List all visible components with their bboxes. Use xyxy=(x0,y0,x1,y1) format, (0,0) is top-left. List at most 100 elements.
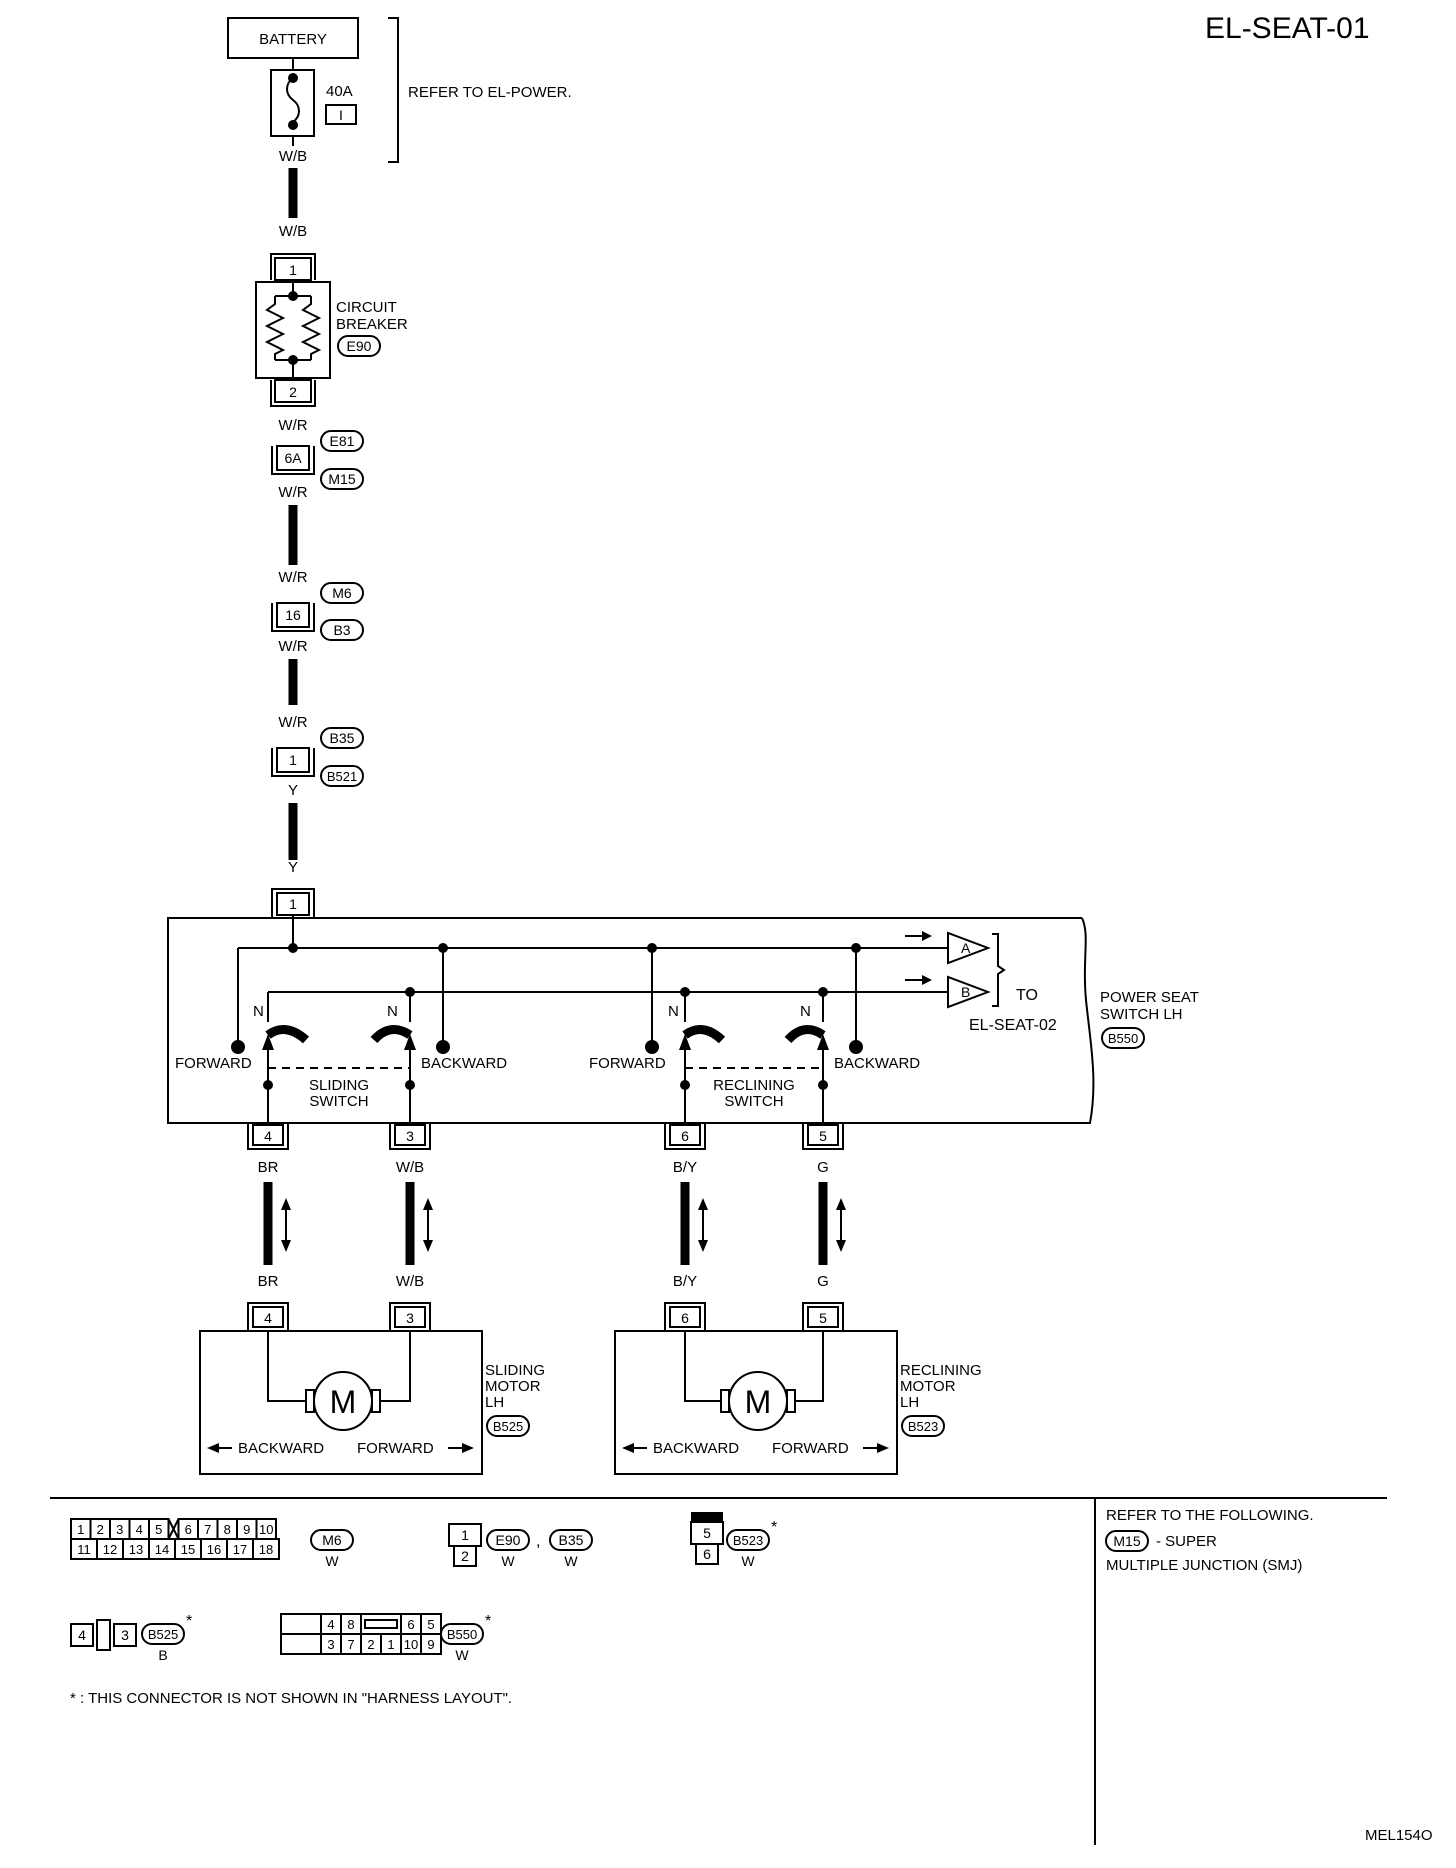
e90-face-bottom xyxy=(453,1545,477,1567)
m1-pin-3-box xyxy=(394,1306,426,1328)
sw-pin-5: 5 xyxy=(819,1128,827,1144)
m2-right-dir: FORWARD xyxy=(772,1440,849,1457)
output-b-flag xyxy=(947,975,991,1009)
m1-right-dir: FORWARD xyxy=(357,1440,434,1457)
b523-pin-6: 6 xyxy=(703,1546,711,1562)
sw-pin-4-bracket xyxy=(247,1123,289,1150)
connector-16-box xyxy=(276,602,310,628)
slide-pivot-1 xyxy=(262,1034,274,1050)
sw-pin-4: 4 xyxy=(264,1128,272,1144)
connector-b3-id: B3 xyxy=(333,622,350,638)
reclining-motor-connector-oval xyxy=(901,1415,945,1437)
e90-id: E90 xyxy=(496,1532,521,1548)
m6-pin-15: 15 xyxy=(181,1542,195,1557)
b550-asterisk: * xyxy=(485,1613,491,1630)
b523-asterisk: * xyxy=(771,1519,777,1536)
switch-unit-label-2: SWITCH LH xyxy=(1100,1006,1183,1023)
wire-color-wr-5: W/R xyxy=(278,714,307,731)
m2-pin-5: 5 xyxy=(819,1310,827,1326)
output-a-label: A xyxy=(961,940,971,956)
wire-color-wr-4: W/R xyxy=(278,638,307,655)
wire-color-y-1: Y xyxy=(288,782,298,799)
b550-pin-4: 4 xyxy=(327,1617,334,1632)
reclining-motor-symbol-circle xyxy=(728,1371,788,1431)
connector-6a-pin: 6A xyxy=(284,450,302,466)
fuse-rating: 40A xyxy=(326,83,353,100)
slide-forward: FORWARD xyxy=(175,1055,252,1072)
refer-title: REFER TO THE FOLLOWING. xyxy=(1106,1507,1314,1524)
m6-id: M6 xyxy=(322,1532,342,1548)
slide-arm-1 xyxy=(265,1025,310,1044)
b550-pin-3: 3 xyxy=(327,1637,334,1652)
cb-element-left xyxy=(264,296,286,360)
arrow-b-head xyxy=(922,975,932,985)
sw-pin-5-bracket xyxy=(802,1123,844,1150)
e90-pin-2: 2 xyxy=(461,1548,469,1564)
b35-id: B35 xyxy=(559,1532,584,1548)
wire-color-wb-2: W/B xyxy=(279,223,307,240)
slide-fwd-contact xyxy=(231,1040,245,1054)
connector-1-box xyxy=(276,747,310,773)
wire-wb-top: W/B xyxy=(396,1159,424,1176)
e90-id-oval xyxy=(486,1529,530,1551)
recl-pivot-1 xyxy=(679,1034,691,1050)
m6-latch xyxy=(167,1518,180,1540)
b525-pin-4: 4 xyxy=(78,1627,86,1643)
m1-pin-3-bracket xyxy=(389,1302,431,1331)
cb-element-right xyxy=(300,296,322,360)
cb-pin-out: 2 xyxy=(289,384,297,400)
fuse-id-box xyxy=(325,104,357,125)
recl-switch-2: SWITCH xyxy=(724,1093,783,1110)
m6-pin-14: 14 xyxy=(155,1542,169,1557)
b550-id-oval xyxy=(440,1623,484,1645)
m1-pin-3: 3 xyxy=(406,1310,414,1326)
slide-node-1 xyxy=(263,1080,273,1090)
m1-pin-4-box xyxy=(252,1306,284,1328)
m2-right-arrow-head xyxy=(877,1443,889,1453)
slide-arm-2 xyxy=(370,1025,413,1044)
m6-pin-3: 3 xyxy=(116,1522,123,1537)
m2-pin-6-bracket xyxy=(664,1302,706,1331)
recl-n2: N xyxy=(800,1003,811,1020)
connector-16-bracket xyxy=(271,603,315,632)
m6-pin-16: 16 xyxy=(207,1542,221,1557)
slide-node-2 xyxy=(405,1080,415,1090)
m6-pin-13: 13 xyxy=(129,1542,143,1557)
b35-id-oval xyxy=(549,1529,593,1551)
m6-pin-18-cell xyxy=(252,1538,280,1560)
recl-backward: BACKWARD xyxy=(834,1055,920,1072)
b525-pin-3: 3 xyxy=(121,1627,129,1643)
cb-pin-out-bracket xyxy=(270,380,316,407)
b525-id-oval xyxy=(141,1623,185,1645)
m6-pin-5: 5 xyxy=(155,1522,162,1537)
bidir-arrow-2 xyxy=(423,1198,433,1252)
slide-bwd-contact xyxy=(436,1040,450,1054)
recl-arm-1 xyxy=(682,1025,726,1044)
b523-id-oval xyxy=(726,1529,770,1551)
connector-e81-id: E81 xyxy=(330,433,355,449)
m6-id-oval xyxy=(310,1529,354,1551)
reclining-motor-label-1: RECLINING xyxy=(900,1362,982,1379)
fuse-element xyxy=(286,77,300,123)
refer-id-oval xyxy=(1105,1530,1149,1552)
connector-1-bracket xyxy=(271,748,315,777)
m6-color: W xyxy=(325,1553,339,1569)
recl-n1: N xyxy=(668,1003,679,1020)
m6-pin-2: 2 xyxy=(97,1522,104,1537)
cb-label-2: BREAKER xyxy=(336,316,408,333)
m2-wiring xyxy=(684,1331,824,1402)
sw-pin-6: 6 xyxy=(681,1128,689,1144)
battery-box xyxy=(227,17,359,59)
b550-id: B550 xyxy=(447,1627,477,1642)
m6-pin-12: 12 xyxy=(103,1542,117,1557)
cb-connector-id: E90 xyxy=(347,338,372,354)
b523-face-top xyxy=(691,1512,723,1522)
m2-pin-5-bracket xyxy=(802,1302,844,1331)
bidir-arrow-4 xyxy=(836,1198,846,1252)
m2-left-dir: BACKWARD xyxy=(653,1440,739,1457)
wire-wb-bottom: W/B xyxy=(396,1273,424,1290)
wire-br-bottom: BR xyxy=(258,1273,279,1290)
sliding-motor-label-3: LH xyxy=(485,1394,504,1411)
slide-switch-1: SLIDING xyxy=(309,1077,369,1094)
